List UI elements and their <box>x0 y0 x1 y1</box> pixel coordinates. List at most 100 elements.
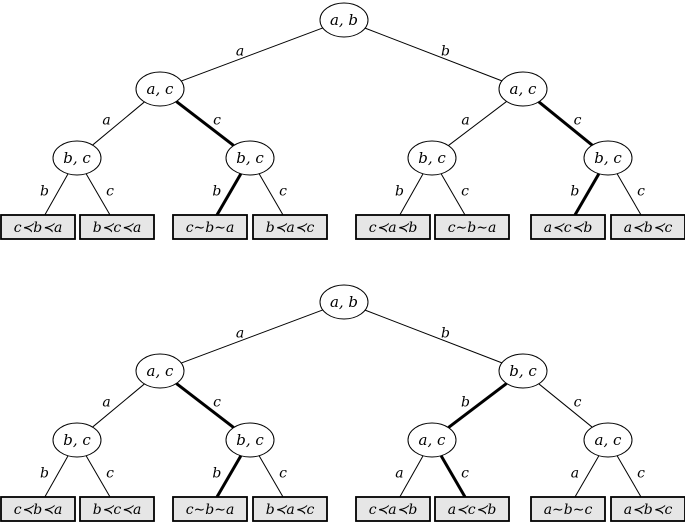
node-ellipse <box>225 140 275 176</box>
leaf-label: c≺a≺b <box>369 502 418 518</box>
tree-node: a, c <box>135 71 185 107</box>
leaf-node: b≺a≺c <box>252 214 328 240</box>
leaf-box <box>252 496 328 522</box>
edge-t2-root-t2-r <box>364 309 503 364</box>
leaf-box <box>0 496 76 522</box>
leaf-box <box>0 214 76 240</box>
node-label: b, c <box>509 362 537 380</box>
leaf-box <box>252 214 328 240</box>
leaf-label: b≺a≺c <box>266 220 315 236</box>
leaf-node: a≺b≺c <box>610 214 685 240</box>
edge-label: c <box>106 465 114 481</box>
edge-t2-l-t2-ll <box>92 383 145 428</box>
leaf-box <box>434 496 510 522</box>
edge-label: c <box>637 465 645 481</box>
edge-label: a <box>236 44 244 60</box>
leaf-node: b≺a≺c <box>252 496 328 522</box>
leaf-node: a≺b≺c <box>610 496 685 522</box>
edge-label: a <box>395 465 403 481</box>
edge-label: c <box>461 183 469 199</box>
node-label: a, c <box>510 80 537 98</box>
tree-node: b, c <box>52 140 102 176</box>
leaf-label: b≺c≺a <box>93 502 142 518</box>
leaf-label: a≺c≺b <box>448 502 497 518</box>
edge-label: c <box>213 395 221 411</box>
leaf-box <box>610 496 685 522</box>
leaf-node: b≺c≺a <box>79 214 155 240</box>
edge-t1-rl-t1-leaf4 <box>399 173 424 216</box>
node-label: a, c <box>595 431 622 449</box>
edge-label: b <box>40 465 49 481</box>
leaf-node: c≺a≺b <box>355 496 431 522</box>
edge-t1-l-t1-ll <box>92 101 145 146</box>
node-ellipse <box>498 353 548 389</box>
leaf-box <box>355 214 431 240</box>
edge-t2-root-t2-l <box>181 309 323 364</box>
edge-label: b <box>40 183 49 199</box>
tree-node: a, c <box>583 422 633 458</box>
node-label: a, c <box>147 362 174 380</box>
nodes: a, b a, c b, c b, c b, c a, c a, c c≺b≺a b≺c≺a c∼… <box>0 284 685 522</box>
tree-node: a, b <box>319 2 369 38</box>
node-label: b, c <box>63 431 91 449</box>
edge-label: c <box>637 183 645 199</box>
edge-label: a <box>571 465 579 481</box>
edge-t2-ll-t2-leaf0 <box>44 455 69 498</box>
leaf-label: c∼b∼a <box>448 220 497 236</box>
leaf-node: c∼b∼a <box>434 214 510 240</box>
leaf-node: b≺c≺a <box>79 496 155 522</box>
leaf-node: c≺b≺a <box>0 214 76 240</box>
node-ellipse <box>319 2 369 38</box>
edge-t1-r-t1-rl <box>448 101 507 146</box>
tree-node: a, b <box>319 284 369 320</box>
node-ellipse <box>135 71 185 107</box>
tree-node: b, c <box>498 353 548 389</box>
leaf-label: a≺b≺c <box>624 502 673 518</box>
node-label: b, c <box>63 149 91 167</box>
edge-label: a <box>102 395 110 411</box>
node-ellipse <box>498 71 548 107</box>
edge-t1-rl-t1-leaf5 <box>440 173 466 216</box>
edge-t2-lr-t2-leaf3 <box>258 455 284 498</box>
leaf-box <box>610 214 685 240</box>
leaf-label: a≺b≺c <box>624 220 673 236</box>
edge-label: b <box>212 183 221 199</box>
edge-t2-r-t2-rr <box>538 383 593 428</box>
tree-node: b, c <box>52 422 102 458</box>
edge-label: b <box>395 183 404 199</box>
node-label: a, b <box>330 293 358 311</box>
leaf-label: a≺c≺b <box>544 220 593 236</box>
node-ellipse <box>52 422 102 458</box>
edge-t1-r-t1-rr <box>537 100 594 147</box>
edge-label: c <box>461 465 469 481</box>
edge-label: c <box>213 113 221 129</box>
leaf-node: c∼b∼a <box>172 214 248 240</box>
tree-node: b, c <box>225 140 275 176</box>
leaf-label: b≺c≺a <box>93 220 142 236</box>
node-ellipse <box>135 353 185 389</box>
edge-t1-root-t1-r <box>364 27 503 82</box>
leaf-box <box>434 214 510 240</box>
edge-t1-l-t1-lr <box>175 100 235 147</box>
leaf-box <box>530 214 606 240</box>
leaf-box <box>355 496 431 522</box>
leaf-node: c∼b∼a <box>172 496 248 522</box>
leaf-box <box>79 496 155 522</box>
edge-label: c <box>279 183 287 199</box>
leaf-label: c≺b≺a <box>14 502 63 518</box>
node-ellipse <box>583 422 633 458</box>
leaf-node: c≺b≺a <box>0 496 76 522</box>
node-label: b, c <box>236 431 264 449</box>
node-label: b, c <box>418 149 446 167</box>
leaf-node: a≺c≺b <box>434 496 510 522</box>
edge-t2-rl-t2-leaf5 <box>439 454 467 498</box>
edge-label: a <box>236 326 244 342</box>
leaf-label: c∼b∼a <box>186 502 235 518</box>
edge-label: b <box>570 183 579 199</box>
edge-label: c <box>279 465 287 481</box>
tree-node: a, c <box>407 422 457 458</box>
node-ellipse <box>225 422 275 458</box>
